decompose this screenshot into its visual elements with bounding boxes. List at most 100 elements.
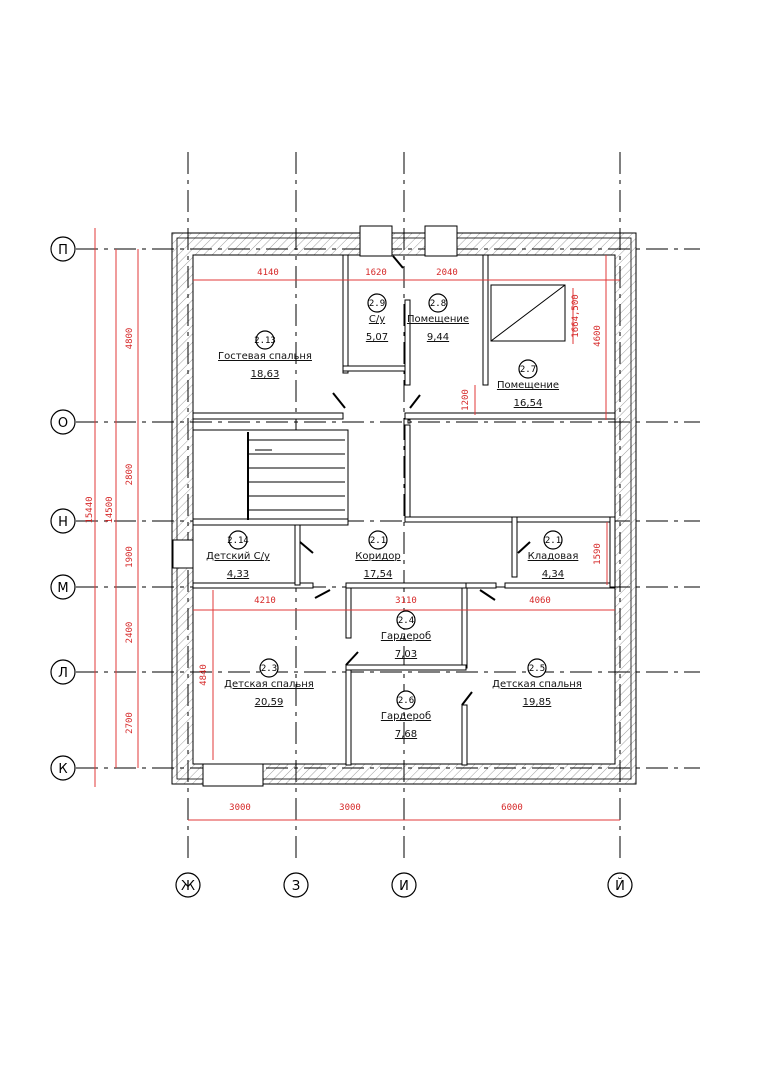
axis-bubble <box>50 755 76 781</box>
room-number-bubble <box>543 530 563 550</box>
interior-wall <box>342 254 349 374</box>
interior-wall <box>404 516 616 523</box>
room-area: 18,63 <box>251 369 280 380</box>
room-number: 2.8 <box>430 299 446 309</box>
interior-wall <box>461 704 468 766</box>
interior-wall <box>345 664 467 671</box>
room-number-bubble <box>396 690 416 710</box>
room-name: Гардероб <box>381 711 431 722</box>
room-name: Помещение <box>407 314 469 325</box>
interior-wall <box>404 412 616 420</box>
room-number-bubble <box>396 610 416 630</box>
axis-label: Ж <box>181 879 195 894</box>
axis-bubble <box>50 236 76 262</box>
room-number: 2.6 <box>398 696 414 706</box>
room-number-bubble <box>255 330 275 350</box>
dimension-label: 4800 <box>125 328 135 350</box>
interior-wall <box>345 587 352 639</box>
room-area: 4,33 <box>227 569 249 580</box>
door-swing <box>479 589 496 601</box>
room-area: 5,07 <box>366 332 388 343</box>
window <box>172 539 194 569</box>
room-area: 7,03 <box>395 649 417 660</box>
interior-wall <box>404 299 411 386</box>
dimension-label: 1664,500 <box>571 294 581 337</box>
interior-wall <box>192 429 349 525</box>
dimension-label: 2040 <box>436 268 458 278</box>
dimension-label: 1590 <box>593 543 603 565</box>
interior-wall <box>294 524 301 586</box>
room-area: 19,85 <box>523 697 552 708</box>
axis-label: Л <box>58 666 68 681</box>
room-number: 2.4 <box>398 616 414 626</box>
room-name: Детский С/у <box>206 551 270 562</box>
axis-label: Н <box>58 515 68 530</box>
interior-wall <box>609 516 616 588</box>
room-number-bubble <box>518 359 538 379</box>
axis-label: И <box>399 879 409 894</box>
room-number: 2.13 <box>254 336 276 346</box>
interior-wall <box>465 582 497 589</box>
dimension-label: 2400 <box>125 622 135 644</box>
room-name: Детская спальня <box>492 679 582 690</box>
room-name: Гардероб <box>381 631 431 642</box>
interior-wall <box>504 582 616 589</box>
interior-wall <box>192 518 349 526</box>
dimension-label: 4140 <box>257 268 279 278</box>
room-name: Гостевая спальня <box>218 351 312 362</box>
door-swing <box>345 651 359 666</box>
room-number: 2.1 <box>545 536 561 546</box>
room-number-bubble <box>527 658 547 678</box>
dimension-label: 2800 <box>125 464 135 486</box>
room-name: С/у <box>369 314 385 325</box>
axis-label: О <box>58 416 68 431</box>
dimension-label: 1900 <box>125 546 135 568</box>
room-number: 2.5 <box>529 664 545 674</box>
axis-bubble <box>50 508 76 534</box>
axis-bubble <box>50 574 76 600</box>
door-swing <box>332 392 346 409</box>
dimension-label: 4600 <box>593 325 603 347</box>
axis-label: П <box>58 243 68 258</box>
room-number: 2.7 <box>520 365 536 375</box>
dimension-label: 6000 <box>501 803 523 813</box>
window <box>424 225 458 257</box>
room-number-bubble <box>367 293 387 313</box>
dimension-label: 4060 <box>529 596 551 606</box>
window <box>359 225 393 257</box>
room-number: 2.14 <box>227 536 249 546</box>
dimension-label: 2700 <box>125 712 135 734</box>
dimension-label: 3000 <box>339 803 361 813</box>
dimension-label: 1620 <box>365 268 387 278</box>
room-name: Кладовая <box>528 551 579 562</box>
dimension-label: 1200 <box>461 389 471 411</box>
interior-wall <box>482 254 489 386</box>
axis-label: З <box>292 879 300 894</box>
room-name: Коридор <box>355 551 400 562</box>
door-swing <box>299 541 314 554</box>
room-number: 2.9 <box>369 299 385 309</box>
dimension-label: 14500 <box>105 496 115 523</box>
wardrobe-diagonal <box>490 284 566 342</box>
dimension-label: 4840 <box>199 664 209 686</box>
room-area: 20,59 <box>255 697 284 708</box>
axis-bubble <box>391 872 417 898</box>
axis-bubble <box>50 409 76 435</box>
room-name: Помещение <box>497 380 559 391</box>
room-area: 17,54 <box>364 569 393 580</box>
dimension-label: 15440 <box>85 496 95 523</box>
room-number: 2.3 <box>261 664 277 674</box>
dimension-label: 3000 <box>229 803 251 813</box>
door-swing <box>409 394 421 409</box>
axis-label: Й <box>615 878 625 894</box>
axis-label: К <box>58 762 67 777</box>
interior-wall <box>511 516 518 578</box>
interior-wall <box>461 587 468 669</box>
room-area: 4,34 <box>542 569 564 580</box>
door-swing <box>392 255 404 269</box>
room-number-bubble <box>368 530 388 550</box>
room-name: Детская спальня <box>224 679 314 690</box>
door-swing <box>461 691 473 706</box>
room-number: 2.1 <box>370 536 386 546</box>
